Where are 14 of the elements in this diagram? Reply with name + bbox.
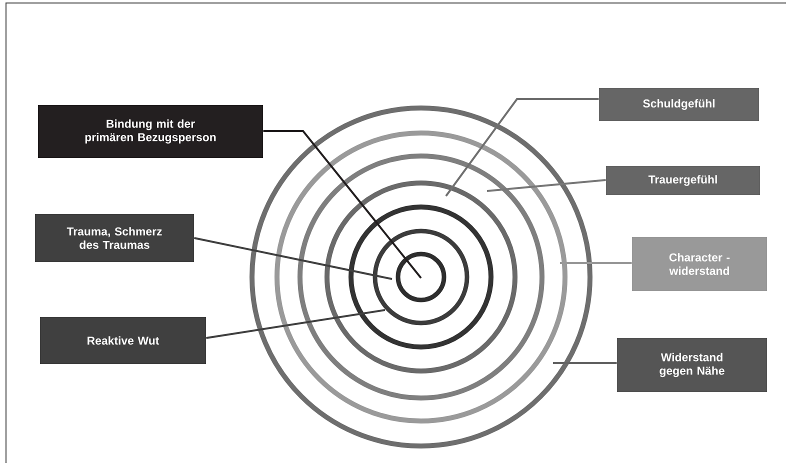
leader-line	[263, 130, 422, 279]
label-box: Trauergefühl	[606, 166, 760, 195]
leader-line	[445, 98, 599, 197]
label-box: Widerstand gegen Nähe	[617, 338, 767, 392]
leader-line	[206, 309, 386, 339]
leader-line	[553, 362, 617, 364]
label-box: Character - widerstand	[632, 237, 767, 291]
label-box: Bindung mit der primären Bezugsperson	[38, 105, 263, 158]
label-box: Trauma, Schmerz des Traumas	[35, 214, 194, 262]
label-box: Reaktive Wut	[40, 317, 206, 364]
leader-line	[560, 262, 632, 264]
leader-line	[194, 237, 392, 280]
leader-line	[486, 179, 606, 192]
label-box: Schuldgefühl	[599, 88, 759, 121]
